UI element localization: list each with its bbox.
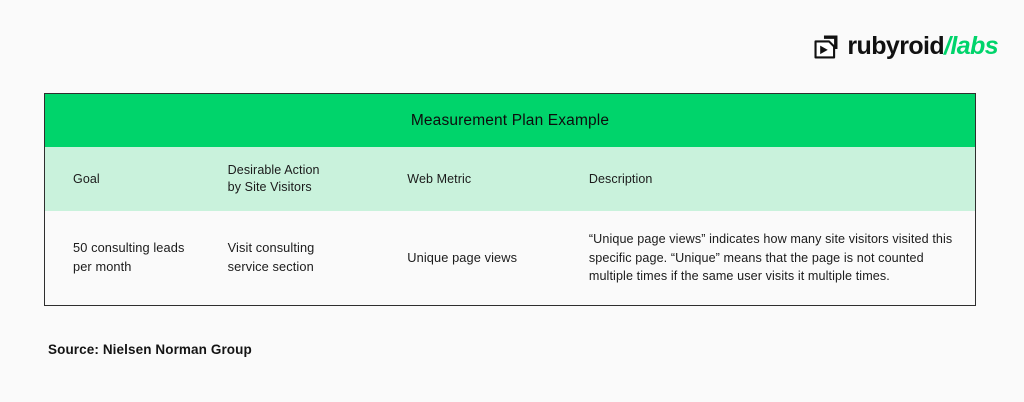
cell-goal: 50 consulting leads per month xyxy=(45,239,228,276)
column-header-web-metric: Web Metric xyxy=(407,171,472,186)
cell-goal-line2: per month xyxy=(73,259,132,274)
column-header-desirable-action-line2: by Site Visitors xyxy=(227,180,312,194)
brand-name: rubyroid xyxy=(847,31,945,60)
measurement-plan-table: Measurement Plan Example Goal Desirable … xyxy=(44,93,976,306)
table-row: 50 consulting leads per month Visit cons… xyxy=(45,211,975,305)
brand-wordmark: rubyroid/labs xyxy=(847,31,998,60)
rubyroid-diamond-icon xyxy=(814,35,838,59)
column-header-desirable-action-line1: Desirable Action xyxy=(227,163,320,178)
cell-goal-line1: 50 consulting leads xyxy=(73,240,185,256)
cell-web-metric: Unique page views xyxy=(407,249,518,265)
cell-description: “Unique page views” indicates how many s… xyxy=(588,231,953,284)
table-header-row: Goal Desirable Action by Site Visitors W… xyxy=(45,147,975,211)
cell-desirable-action-line2: service section xyxy=(227,259,314,274)
source-note: Source: Nielsen Norman Group xyxy=(48,342,252,357)
cell-desirable-action-line1: Visit consulting xyxy=(227,240,315,256)
brand-slash: / xyxy=(944,31,951,60)
column-header-desirable-action: Desirable Action by Site Visitors xyxy=(228,162,408,196)
column-header-description: Description xyxy=(588,171,653,186)
column-header-goal: Goal xyxy=(73,171,100,186)
cell-desirable-action: Visit consulting service section xyxy=(228,239,408,276)
brand-logo[interactable]: rubyroid/labs xyxy=(813,31,999,61)
table-title: Measurement Plan Example xyxy=(45,94,975,147)
brand-accent: labs xyxy=(950,31,998,60)
